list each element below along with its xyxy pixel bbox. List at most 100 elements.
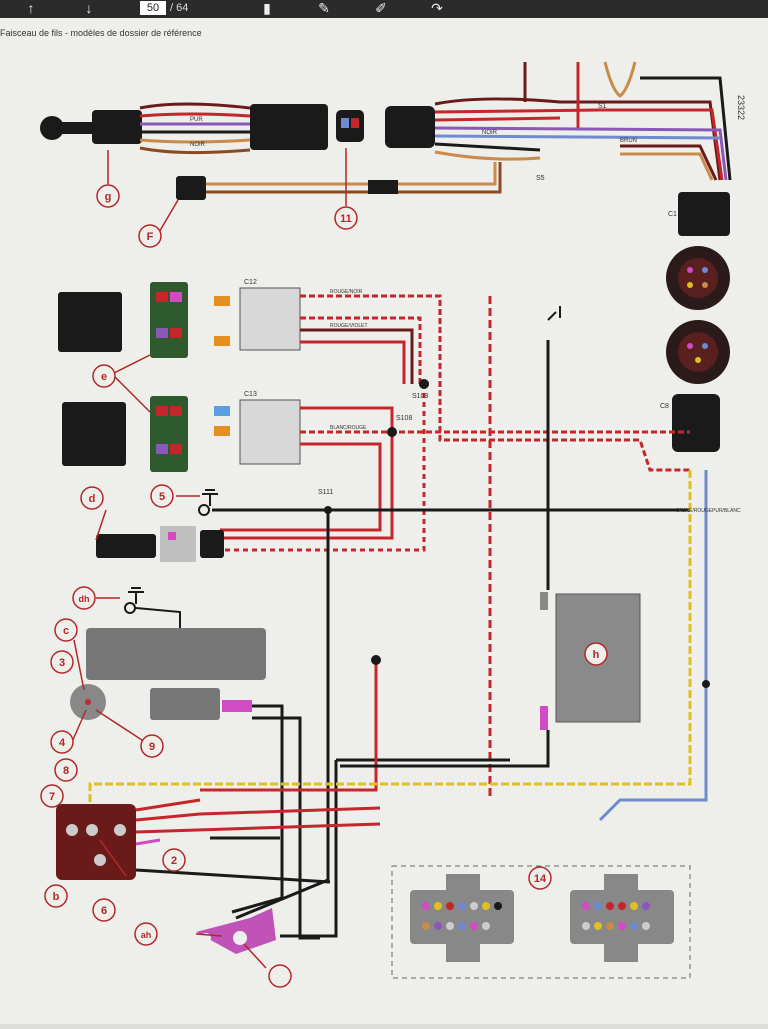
switch-f xyxy=(176,176,206,200)
round-socket-1 xyxy=(666,246,730,310)
callout-3 xyxy=(50,650,74,674)
connector-c12-label: C12 xyxy=(244,279,257,286)
callout-11-label: 11 xyxy=(340,213,352,225)
callout-e xyxy=(92,364,116,388)
wire-label-yellow-red: JAUNE/ROUGE xyxy=(676,508,713,514)
callout-g-label: g xyxy=(105,191,112,203)
callout-h xyxy=(584,642,608,666)
top-wire-bundle-right xyxy=(434,76,732,181)
callout-h-label: h xyxy=(593,649,600,661)
comment-icon[interactable]: ▮ xyxy=(263,0,271,16)
wire-label-red-black: ROUGE/NOIR xyxy=(330,289,363,295)
starter-wires xyxy=(200,510,550,940)
callout-dh xyxy=(72,586,96,610)
connector-c1-label: C1 xyxy=(668,211,677,218)
top-splice-taps xyxy=(523,61,637,128)
callout-b-label: b xyxy=(53,891,60,903)
ground-lug-5 xyxy=(198,489,218,516)
c12-c13-wires xyxy=(220,294,690,800)
callout-f xyxy=(138,224,162,248)
wire-label-brown: BRUN xyxy=(620,138,637,144)
splice-S5-label: S5 xyxy=(536,175,545,182)
callout-c xyxy=(54,618,78,642)
drawing-number: 23322 xyxy=(736,95,746,120)
callout-5-label: 5 xyxy=(159,491,165,503)
callouts: g F 11 e d 5 dh c 3 4 9 8 7 b 6 2 ah h xyxy=(40,184,608,988)
callout-2-label: 2 xyxy=(171,855,177,867)
secondary-harness xyxy=(205,162,502,194)
callout-6 xyxy=(92,898,116,922)
key-switch xyxy=(40,110,142,144)
header-text: Faisceau de fils - modèles de dossier de… xyxy=(0,28,202,38)
relay-block-1 xyxy=(58,292,122,352)
callout-f-label: F xyxy=(147,231,154,243)
callout-6-label: 6 xyxy=(101,905,107,917)
relay-block-2 xyxy=(62,402,126,466)
callout-14 xyxy=(528,866,552,890)
wire-label-red-purple: ROUGE/VIOLET xyxy=(330,323,368,329)
callout-d xyxy=(80,486,104,510)
callout-e-label: e xyxy=(101,371,107,383)
callout-ah-label: ah xyxy=(141,930,152,940)
callout-9 xyxy=(140,734,164,758)
share-icon[interactable]: ↷ xyxy=(431,0,443,16)
callout-4-label: 4 xyxy=(59,737,66,749)
callout-7 xyxy=(40,784,64,808)
splice-S111-label: S111 xyxy=(318,489,333,496)
callout-d-label: d xyxy=(89,493,96,505)
top-wire-bundle-left xyxy=(139,102,251,155)
connector-c8 xyxy=(672,394,720,452)
callout-3-label: 3 xyxy=(59,657,65,669)
callout-2 xyxy=(162,848,186,872)
pickup-sensor xyxy=(196,908,276,954)
callout-leaders xyxy=(71,148,347,969)
callout-9-label: 9 xyxy=(149,741,155,753)
fuse-block xyxy=(56,804,136,880)
wire-label-red-white: BLANC/ROUGE xyxy=(330,425,367,431)
wire-label-noir-2: NOIR xyxy=(482,130,498,136)
multi-connector-right xyxy=(570,874,674,962)
page-number-input[interactable]: 50 xyxy=(140,1,166,15)
splice-S1-label: S1 xyxy=(598,103,607,110)
connector-c13-label: C13 xyxy=(244,391,257,398)
connector-c8-label: C8 xyxy=(660,403,669,410)
connector-c1 xyxy=(678,192,730,236)
connector-c13 xyxy=(239,399,301,465)
relay-d xyxy=(96,534,156,558)
callout-8-label: 8 xyxy=(63,765,69,777)
callout-4 xyxy=(50,730,74,754)
down-arrow-icon[interactable]: ↓ xyxy=(85,0,93,16)
callout-c-label: c xyxy=(63,625,69,637)
connector-14-box xyxy=(391,865,691,979)
callout-blank xyxy=(268,964,292,988)
callout-b xyxy=(44,884,68,908)
wire-label-purple-white: PUR/BLANC xyxy=(712,508,741,514)
callout-g xyxy=(96,184,120,208)
callout-14-label: 14 xyxy=(534,873,547,885)
callout-ah xyxy=(134,922,158,946)
page-total: / 64 xyxy=(170,2,189,14)
splice-S103-label: S103 xyxy=(412,393,428,400)
pdf-toolbar: ↑ ↓ 50 / 64 ▮ ✎ ✐ ↷ xyxy=(0,0,768,18)
page-indicator: 50 / 64 xyxy=(130,0,220,16)
harness-sleeve-2 xyxy=(385,106,435,148)
connector-c12 xyxy=(239,287,301,351)
fuse-block-wires xyxy=(135,798,381,884)
sign-icon[interactable]: ✐ xyxy=(375,0,387,16)
round-socket-2 xyxy=(666,320,730,384)
multi-connector-left xyxy=(410,874,514,962)
callout-dh-label: dh xyxy=(79,594,90,604)
diagram-page: Faisceau de fils - modèles de dossier de… xyxy=(0,18,768,1024)
wire-label-pur: PUR xyxy=(190,117,203,123)
harness-sleeve-1 xyxy=(250,104,328,150)
callout-7-label: 7 xyxy=(49,791,55,803)
splice-S108-label: S108 xyxy=(396,415,412,422)
relay-socket-1 xyxy=(150,282,188,358)
relay-socket-2 xyxy=(150,396,188,472)
callout-5 xyxy=(150,484,174,508)
up-arrow-icon[interactable]: ↑ xyxy=(27,0,35,16)
pen-icon[interactable]: ✎ xyxy=(318,0,330,16)
callout-11 xyxy=(334,206,358,230)
wiring-diagram: Faisceau de fils - modèles de dossier de… xyxy=(0,28,746,988)
starter-motor xyxy=(86,628,266,680)
